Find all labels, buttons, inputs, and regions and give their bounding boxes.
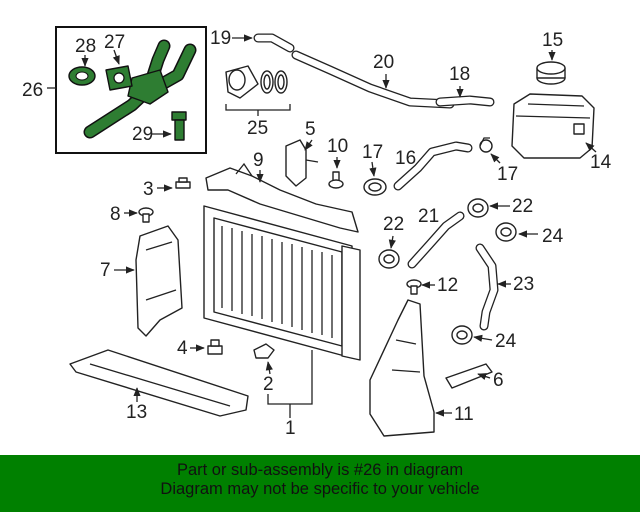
part-1-radiator[interactable] — [203, 205, 361, 361]
part-21-hose[interactable] — [407, 211, 465, 269]
part-9-upper-support[interactable] — [205, 162, 359, 233]
callout-21: 21 — [418, 206, 439, 227]
part-14-reservoir[interactable] — [511, 93, 595, 159]
part-11-deflector[interactable] — [369, 299, 435, 437]
part-18-hose[interactable] — [435, 95, 495, 107]
info-banner: Part or sub-assembly is #26 in diagram D… — [0, 455, 640, 512]
callout-7: 7 — [100, 260, 111, 281]
part-4-fastener[interactable] — [207, 339, 223, 355]
callout-6: 6 — [493, 370, 504, 391]
part-6-bracket[interactable] — [445, 363, 493, 389]
callout-3: 3 — [143, 179, 154, 200]
callout-23: 23 — [513, 274, 534, 295]
callout-15: 15 — [542, 30, 563, 51]
part-23-hose[interactable] — [475, 243, 499, 331]
part-25-adapter[interactable] — [225, 65, 288, 99]
callout-16: 16 — [395, 148, 416, 169]
callout-26: 26 — [22, 80, 43, 101]
part-3-fastener[interactable] — [175, 177, 191, 189]
callout-18: 18 — [449, 64, 470, 85]
callout-28: 28 — [75, 36, 96, 57]
callout-24-upper: 24 — [542, 226, 564, 247]
part-16-hose[interactable] — [393, 141, 473, 191]
callout-5: 5 — [305, 119, 316, 140]
callout-14: 14 — [590, 152, 612, 173]
part-7-deflector[interactable] — [135, 225, 183, 337]
callout-10: 10 — [327, 136, 348, 157]
banner-line-1: Part or sub-assembly is #26 in diagram — [176, 461, 464, 479]
callout-22-left: 22 — [383, 214, 404, 235]
callout-8: 8 — [110, 204, 121, 225]
callout-1: 1 — [285, 418, 296, 439]
part-26-assembly[interactable] — [55, 26, 207, 154]
parts-diagram: 28 27 26 29 19 20 18 25 15 — [22, 26, 612, 439]
callout-4: 4 — [177, 338, 188, 359]
callout-27: 27 — [104, 32, 125, 53]
part-20-pipe[interactable] — [291, 50, 455, 109]
callout-2: 2 — [263, 374, 274, 395]
part-10-bolt[interactable] — [328, 171, 344, 189]
part-24-clamp-upper[interactable] — [495, 222, 517, 242]
part-24-clamp-lower[interactable] — [451, 325, 473, 345]
callout-24-lower: 24 — [495, 331, 517, 352]
part-15-cap[interactable] — [536, 61, 566, 85]
callout-22-right: 22 — [512, 196, 533, 217]
part-13-lower-shield[interactable] — [69, 349, 249, 417]
callout-11: 11 — [454, 404, 474, 425]
part-2-drain-valve[interactable] — [253, 343, 275, 359]
banner-line-2: Diagram may not be specific to your vehi… — [160, 480, 480, 498]
callout-9: 9 — [253, 150, 264, 171]
part-8-pin[interactable] — [138, 207, 154, 223]
callout-13: 13 — [126, 402, 147, 423]
part-5-bracket[interactable] — [285, 139, 319, 187]
part-22-clamp-left[interactable] — [378, 249, 400, 269]
part-17-clamp-right[interactable] — [479, 137, 493, 153]
part-22-clamp-right[interactable] — [467, 198, 489, 218]
part-12-pin[interactable] — [406, 279, 422, 295]
callout-12: 12 — [437, 275, 458, 296]
callout-29: 29 — [132, 124, 153, 145]
callout-17-left: 17 — [362, 142, 383, 163]
part-19-hose[interactable] — [253, 33, 295, 53]
part-17-clamp-left[interactable] — [363, 178, 387, 196]
callout-17-right: 17 — [497, 164, 518, 185]
callout-20: 20 — [373, 52, 394, 73]
callout-19: 19 — [210, 28, 231, 49]
callout-25: 25 — [247, 118, 268, 139]
